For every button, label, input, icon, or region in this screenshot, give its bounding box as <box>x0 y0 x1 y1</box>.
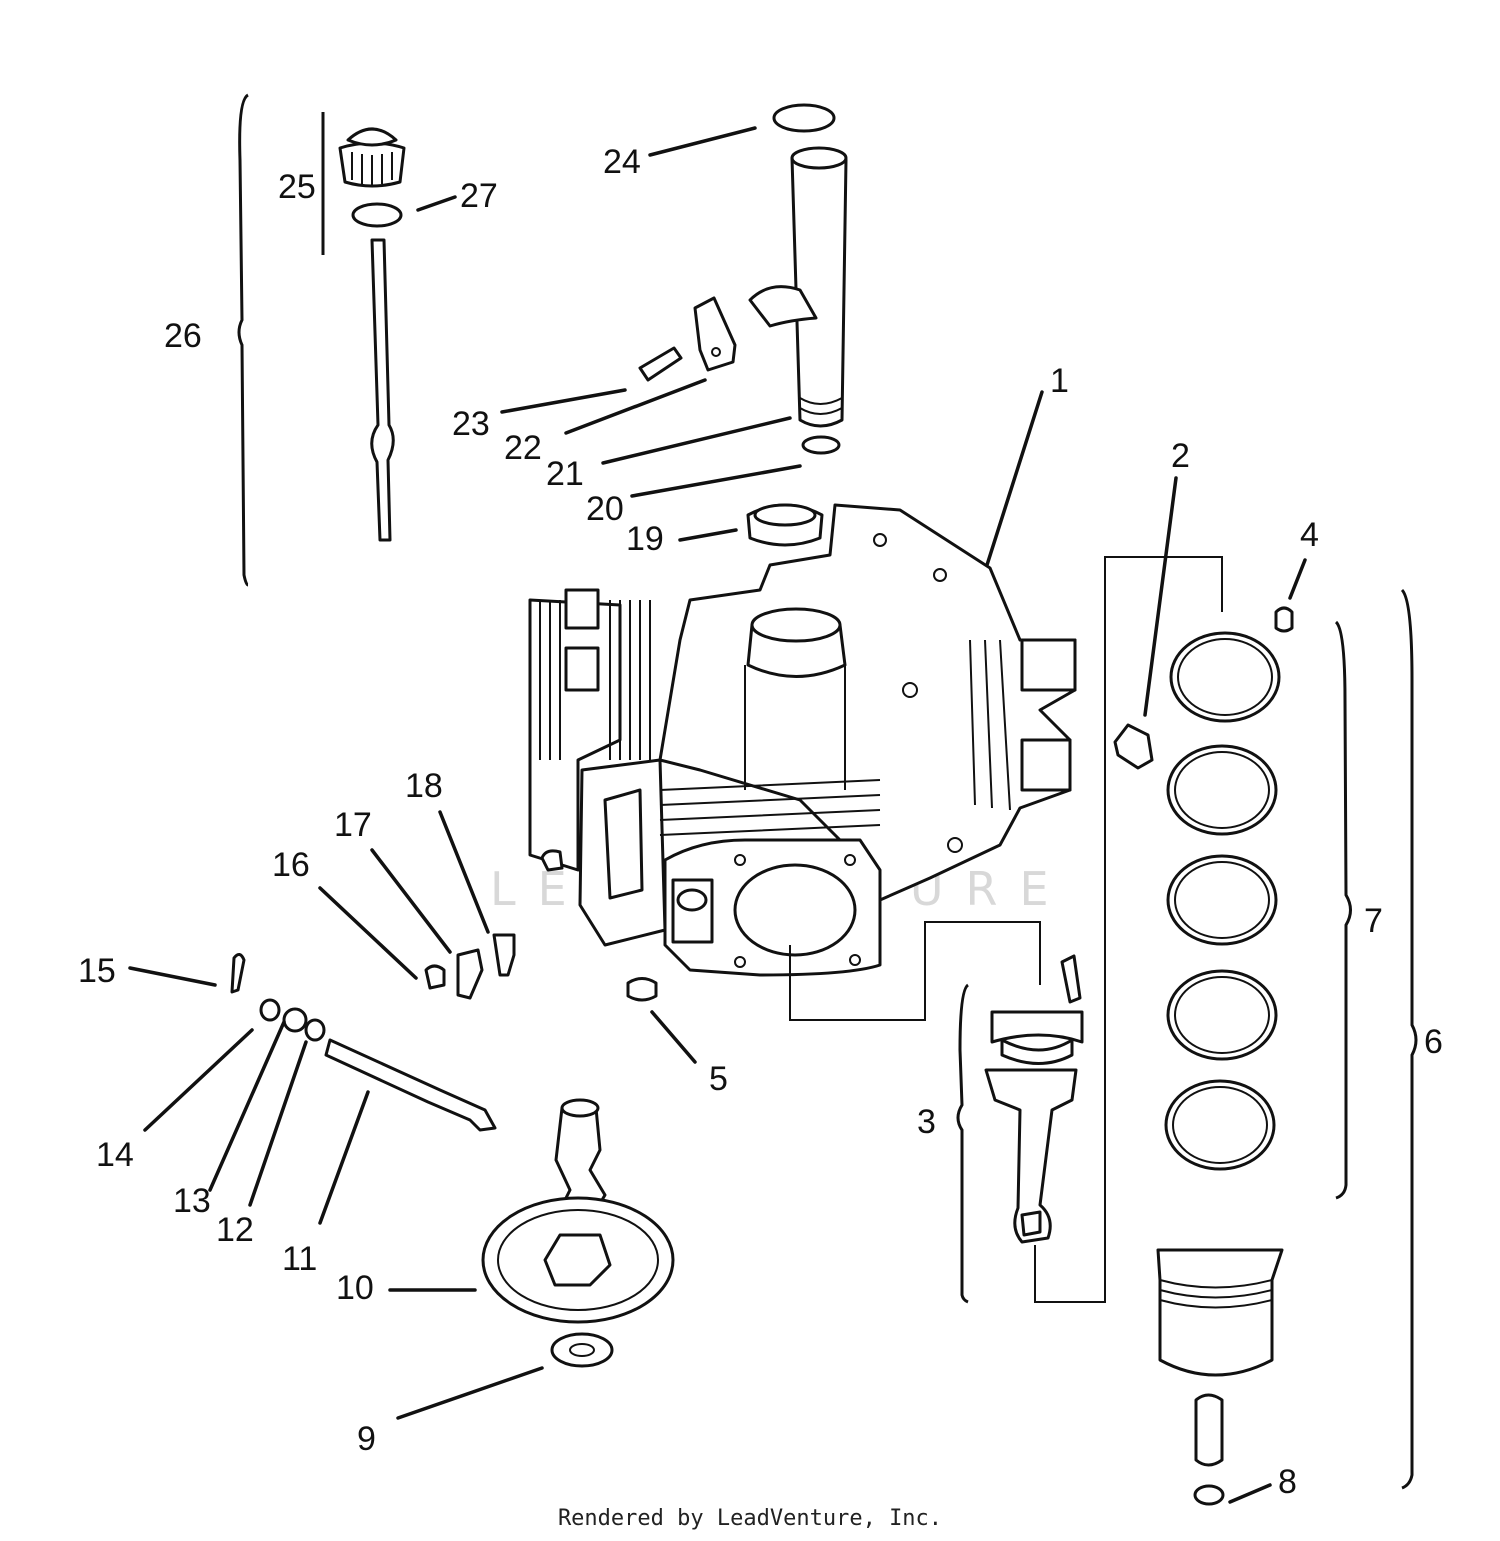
callout-6: 6 <box>1424 1023 1443 1061</box>
callout-9: 9 <box>357 1420 376 1458</box>
callout-11: 11 <box>282 1240 317 1278</box>
dipstick-assembly <box>237 93 406 587</box>
pipe-plug <box>1274 606 1294 633</box>
oil-fill-tube-assembly <box>638 103 848 547</box>
callout-26: 26 <box>164 317 202 355</box>
callout-labels: 1 2 3 4 5 6 7 8 9 10 11 12 13 14 15 16 1… <box>78 143 1443 1501</box>
governor-and-camshaft <box>230 933 675 1368</box>
callout-18: 18 <box>405 767 443 805</box>
piston <box>1156 1248 1284 1506</box>
callout-12: 12 <box>216 1211 254 1249</box>
group-bracket-3 <box>956 983 970 1304</box>
callout-4: 4 <box>1300 516 1319 554</box>
group-line-rod <box>789 921 1041 1021</box>
callout-25: 25 <box>278 168 316 206</box>
callout-19: 19 <box>626 520 664 558</box>
callout-15: 15 <box>78 952 116 990</box>
connecting-rod <box>984 954 1084 1244</box>
group-bracket-7 <box>1334 620 1352 1200</box>
callout-13: 13 <box>173 1182 211 1220</box>
breather-fitting <box>1113 723 1154 770</box>
callout-23: 23 <box>452 405 490 443</box>
callout-2: 2 <box>1171 437 1190 475</box>
crankcase <box>528 503 1077 977</box>
group-line-rings <box>1034 556 1223 1303</box>
callout-17: 17 <box>334 806 372 844</box>
callout-3: 3 <box>917 1103 936 1141</box>
callout-16: 16 <box>272 846 310 884</box>
footer-credit: Rendered by LeadVenture, Inc. <box>558 1506 942 1531</box>
callout-1: 1 <box>1050 362 1069 400</box>
callout-5: 5 <box>709 1060 728 1098</box>
callout-22: 22 <box>504 429 542 467</box>
piston-rings <box>1164 631 1281 1171</box>
callout-24: 24 <box>603 143 641 181</box>
callout-20: 20 <box>586 490 624 528</box>
group-bracket-6 <box>1400 588 1418 1490</box>
callout-21: 21 <box>546 455 584 493</box>
callout-14: 14 <box>96 1136 134 1174</box>
callout-27: 27 <box>460 177 498 215</box>
callout-8: 8 <box>1278 1463 1297 1501</box>
expansion-plug <box>626 977 658 1002</box>
leader-lines <box>128 126 1307 1504</box>
callout-7: 7 <box>1364 902 1383 940</box>
callout-10: 10 <box>336 1269 374 1307</box>
